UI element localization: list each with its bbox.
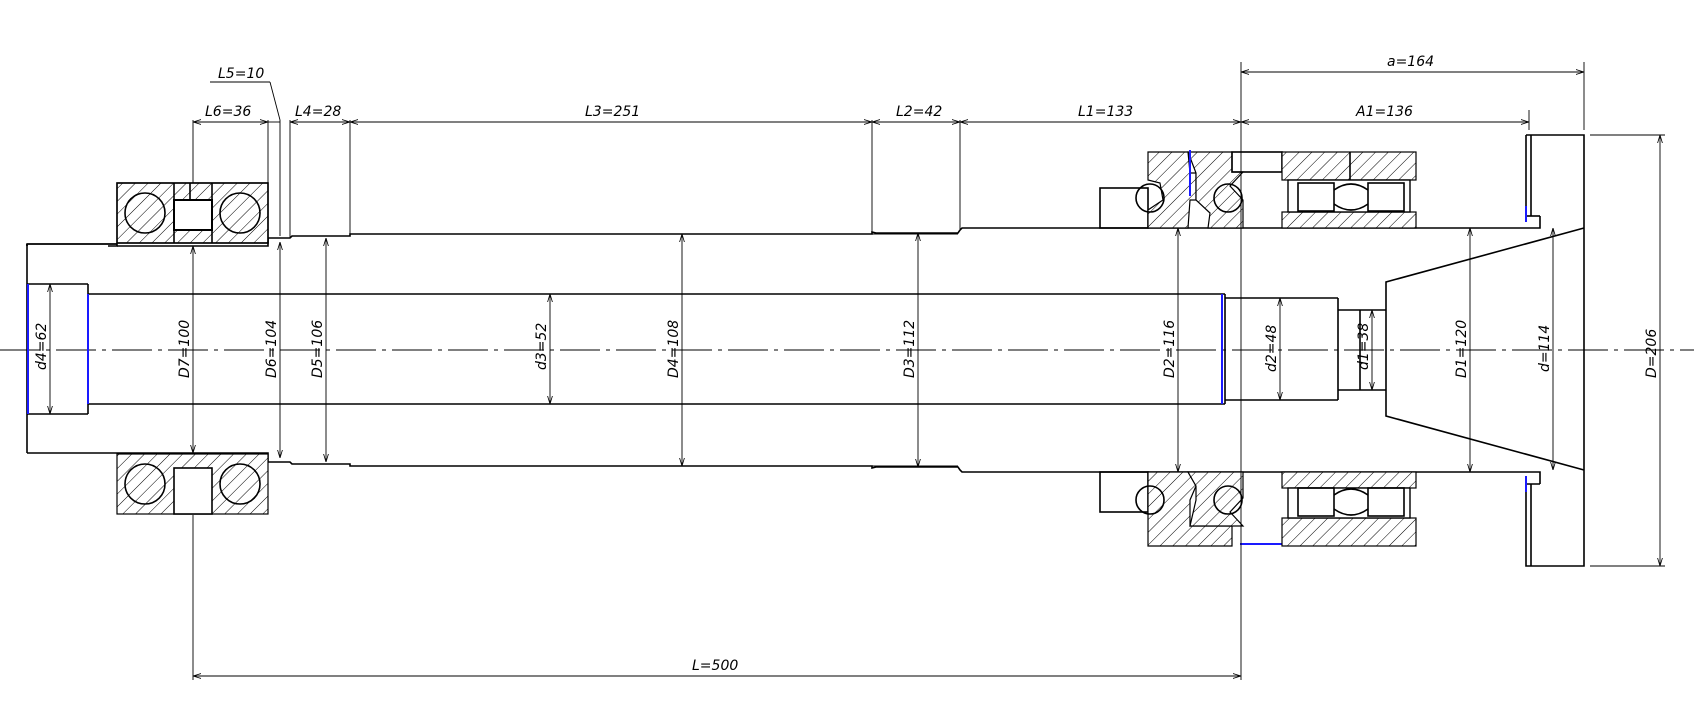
right-bearing-bottom [1099, 471, 1417, 547]
label-l5: L5=10 [218, 66, 264, 82]
left-bearing-bottom [116, 453, 269, 515]
label-l6: L6=36 [205, 104, 251, 120]
label-a: a=164 [1387, 54, 1434, 70]
label-d2-small: d2=48 [1264, 325, 1280, 372]
extension-lines [192, 62, 1665, 680]
right-bearing-top [1099, 150, 1417, 229]
label-d3-big: D3=112 [902, 320, 918, 378]
label-l2: L2=42 [896, 104, 942, 120]
shaft-outline [26, 120, 1585, 567]
vertical-dimensions [50, 135, 1660, 566]
label-d7: D7=100 [177, 320, 193, 378]
horizontal-dimensions [193, 72, 1584, 676]
label-d: d=114 [1537, 325, 1553, 372]
dimension-labels: L5=10 L6=36 L4=28 L3=251 L2=42 L1=133 A1… [34, 54, 1660, 674]
left-bearing-top [116, 182, 269, 244]
label-a1: A1=136 [1355, 104, 1413, 120]
label-l: L=500 [692, 658, 738, 674]
label-d5: D5=106 [310, 320, 326, 378]
label-d6: D6=104 [264, 320, 280, 378]
label-d1-small: d1=38 [1356, 323, 1372, 370]
label-d2-big: D2=116 [1162, 320, 1178, 378]
label-d3-small: d3=52 [534, 323, 550, 370]
label-l3: L3=251 [585, 104, 640, 120]
label-d4-big: D4=108 [666, 320, 682, 378]
label-l4: L4=28 [295, 104, 341, 120]
label-d1-big: D1=120 [1454, 320, 1470, 378]
label-l1: L1=133 [1078, 104, 1133, 120]
label-d4: d4=62 [34, 323, 50, 370]
label-D: D=206 [1644, 329, 1660, 378]
